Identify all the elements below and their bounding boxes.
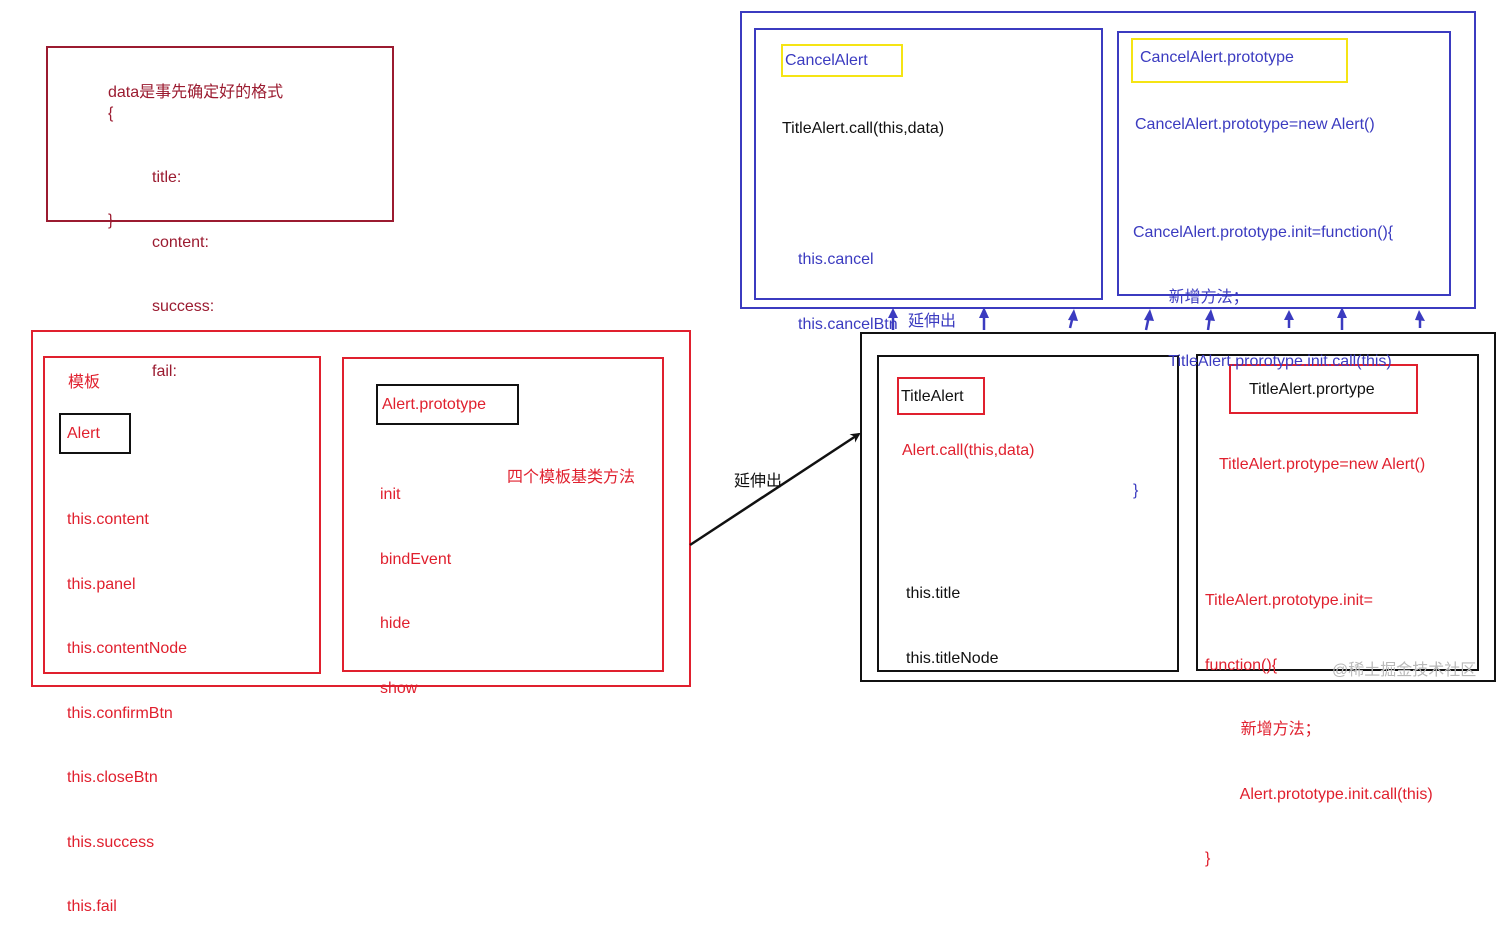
data-field: content: xyxy=(152,233,209,251)
data-field: fail: xyxy=(152,362,177,380)
cancel-alert-prototype-box xyxy=(1117,31,1451,296)
data-field: success: xyxy=(152,298,215,315)
title-alert-prototype-init: TitleAlert.prototype.init= function(){ 新… xyxy=(1205,547,1433,891)
alert-prototype-name-box xyxy=(376,384,519,425)
code-line xyxy=(1133,416,1393,438)
extend-arrow-label: 延伸出 xyxy=(734,473,783,490)
alert-constructor-box xyxy=(43,356,321,674)
cancel-alert-name-box xyxy=(781,44,903,77)
cancel-alert-prototype-name-box xyxy=(1131,38,1348,83)
alert-prototype-methods: init bindEvent hide show xyxy=(380,441,451,721)
cancel-alert-prototype-init: CancelAlert.prototype.init=function(){ 新… xyxy=(1133,179,1393,523)
alert-property: this.closeBtn xyxy=(67,769,158,786)
alert-property: this.fail xyxy=(67,898,117,915)
code-line: 新增方法； xyxy=(1133,288,1249,306)
cancel-alert-name: CancelAlert xyxy=(785,52,868,69)
cancel-alert-property: this.cancel xyxy=(798,251,874,268)
data-format-heading: data是事先确定好的格式 xyxy=(108,84,284,101)
title-alert-prototype-name: TitleAlert.prortype xyxy=(1249,381,1375,398)
prototype-method: show xyxy=(380,679,418,697)
cancel-alert-property: this.cancelBtn xyxy=(798,315,898,333)
data-format-box xyxy=(46,46,394,222)
alert-property: this.contentNode xyxy=(67,640,188,657)
alert-class-name: Alert xyxy=(67,425,100,442)
upward-arrows-label: 延伸出 xyxy=(908,313,957,330)
alert-property: this.confirmBtn xyxy=(67,704,173,722)
watermark: @稀土掘金技术社区 xyxy=(1332,662,1477,679)
title-alert-property: this.titleNode xyxy=(906,649,999,667)
title-alert-name-box xyxy=(897,377,985,415)
prototype-method: init xyxy=(380,486,401,503)
code-line: TitleAlert.prorotype.init.call(this) xyxy=(1133,353,1392,370)
prototype-method: bindEvent xyxy=(380,550,452,568)
title-alert-properties: this.title this.titleNode xyxy=(906,540,999,691)
cancel-alert-constructor-box xyxy=(754,28,1103,300)
code-line: function(){ xyxy=(1205,656,1278,674)
code-line: CancelAlert.prototype.init=function(){ xyxy=(1133,224,1394,241)
alert-prototype-box xyxy=(342,357,664,672)
alert-property: this.success xyxy=(67,833,155,851)
template-section-label: 模板 xyxy=(68,374,101,391)
prototype-method: hide xyxy=(380,615,411,632)
cancel-alert-call-statement: TitleAlert.call(this,data) xyxy=(782,120,945,137)
data-format-fields: title: content: success: fail: xyxy=(152,124,214,404)
data-format-close-brace: } xyxy=(108,212,114,229)
alert-prototype-methods-note: 四个模板基类方法 xyxy=(507,469,636,486)
code-line: } xyxy=(1133,482,1139,499)
title-alert-prototype-name-box xyxy=(1229,364,1418,414)
cancel-alert-prototype-name: CancelAlert.prototype xyxy=(1140,49,1294,66)
code-line: Alert.prototype.init.call(this) xyxy=(1205,785,1433,803)
title-alert-prototype-box xyxy=(1196,354,1479,671)
alert-properties: this.content this.panel this.contentNode… xyxy=(67,466,187,939)
title-alert-name: TitleAlert xyxy=(901,388,964,405)
title-alert-prototype-assign: TitleAlert.protype=new Alert() xyxy=(1219,456,1426,473)
cancel-alert-properties: this.cancel this.cancelBtn xyxy=(798,206,898,357)
upward-arrow-head xyxy=(1415,310,1425,321)
alert-property: this.panel xyxy=(67,575,136,593)
code-line: } xyxy=(1205,850,1211,867)
cancel-alert-prototype-assign: CancelAlert.prototype=new Alert() xyxy=(1135,116,1375,133)
title-alert-constructor-box xyxy=(877,355,1179,672)
code-line: TitleAlert.prototype.init= xyxy=(1205,592,1373,609)
data-field: title: xyxy=(152,169,182,186)
alert-prototype-name: Alert.prototype xyxy=(382,396,487,413)
cancel-alert-group-frame xyxy=(740,11,1476,309)
title-alert-property: this.title xyxy=(906,585,961,602)
code-line: 新增方法； xyxy=(1205,721,1321,738)
alert-property: this.content xyxy=(67,511,149,528)
data-format-open-brace: { xyxy=(108,105,114,122)
alert-class-name-box xyxy=(59,413,131,454)
title-alert-call-statement: Alert.call(this,data) xyxy=(902,442,1035,459)
title-alert-group-frame xyxy=(860,332,1496,682)
upward-arrow xyxy=(1068,315,1075,329)
upward-arrow-head xyxy=(1068,309,1078,321)
